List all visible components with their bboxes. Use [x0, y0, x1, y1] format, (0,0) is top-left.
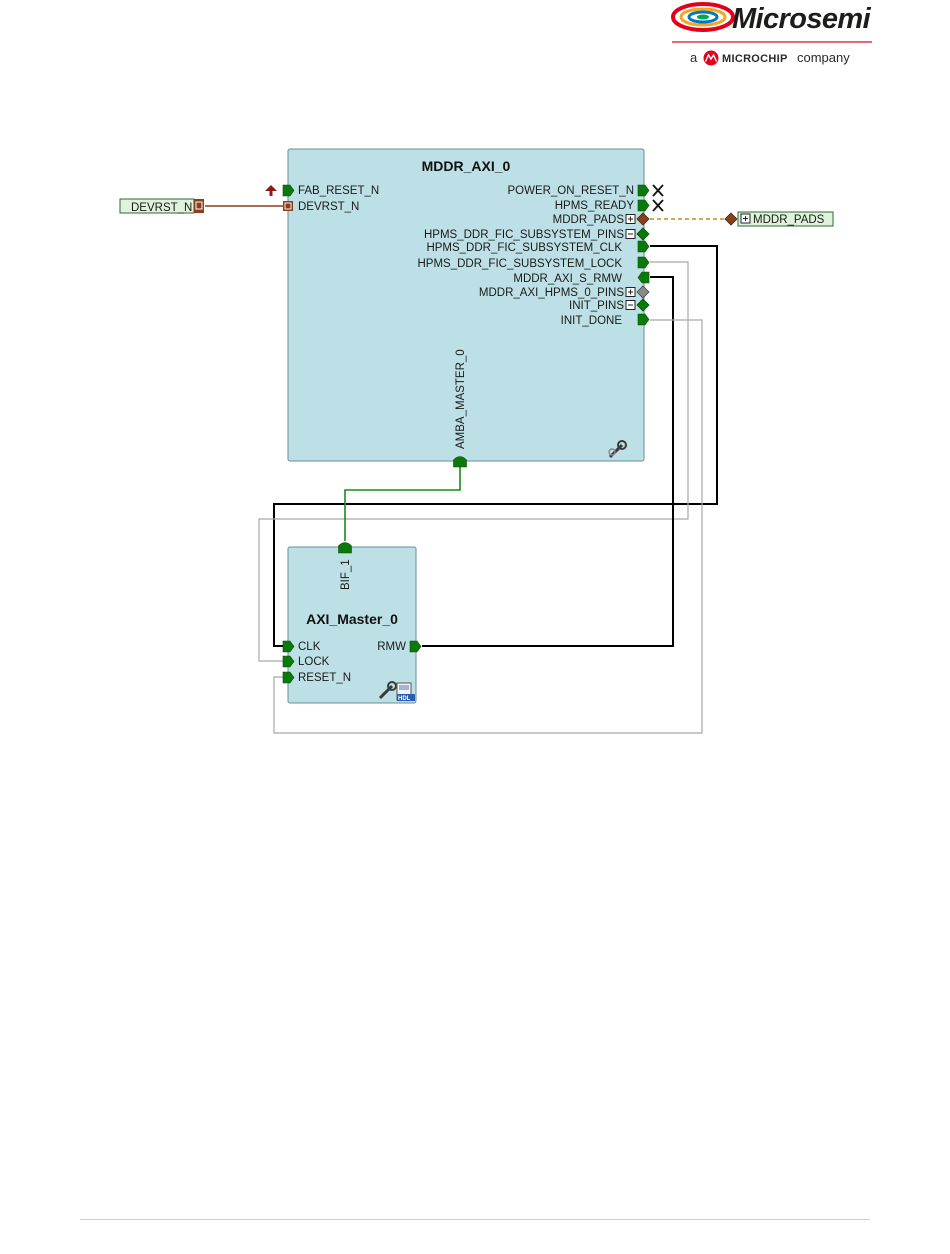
port-label: HPMS_DDR_FIC_SUBSYSTEM_LOCK — [418, 258, 623, 270]
collapse-icon[interactable] — [625, 300, 636, 310]
port-label: MDDR_PADS — [553, 214, 625, 226]
port-label: DEVRST_N — [298, 201, 359, 213]
wire-lock[interactable] — [258, 261, 689, 662]
port-power-on-reset-n[interactable]: POWER_ON_RESET_N — [507, 184, 664, 197]
wire-rmw[interactable] — [422, 276, 674, 647]
port-fab-reset-n[interactable]: FAB_RESET_N — [265, 184, 379, 197]
expand-icon[interactable] — [625, 214, 636, 224]
port-label: RESET_N — [298, 672, 351, 684]
wrench-icon[interactable] — [378, 681, 397, 700]
port-label: MDDR_AXI_HPMS_0_PINS — [479, 287, 624, 299]
port-clk[interactable]: CLK — [282, 640, 321, 653]
wires — [205, 205, 724, 734]
io-devrst[interactable]: DEVRST_N — [119, 198, 204, 214]
port-label: FAB_RESET_N — [298, 185, 379, 197]
tagline-brand: MICROCHIP — [722, 53, 788, 65]
unconnected-x-icon — [652, 184, 664, 197]
port-label: BIF_1 — [340, 559, 352, 590]
microchip-mark-icon — [703, 50, 719, 66]
port-label: POWER_ON_RESET_N — [507, 185, 634, 197]
port-amba-master-0[interactable]: AMBA_MASTER_0 — [453, 349, 468, 468]
block-mddr-axi[interactable]: MDDR_AXI_0 FAB_RESET_N DEVRST_N POWER_ON… — [265, 148, 664, 468]
port-label: LOCK — [298, 656, 330, 668]
port-hpms-ddr-fic-subsystem-clk[interactable]: HPMS_DDR_FIC_SUBSYSTEM_CLK — [426, 240, 650, 254]
footer-divider — [80, 1219, 870, 1220]
port-label: INIT_DONE — [561, 315, 623, 327]
port-hpms-ready[interactable]: HPMS_READY — [555, 199, 664, 212]
port-init-done[interactable]: INIT_DONE — [561, 313, 650, 327]
port-hpms-ddr-fic-subsystem-lock[interactable]: HPMS_DDR_FIC_SUBSYSTEM_LOCK — [418, 256, 650, 270]
hdl-icon[interactable]: HDL — [396, 682, 415, 702]
arrow-up-icon — [265, 185, 277, 196]
expand-icon[interactable] — [625, 287, 636, 297]
wire-clk[interactable] — [273, 245, 718, 647]
wire-amba-bif[interactable] — [344, 467, 461, 541]
io-mddr-pads-port[interactable] — [724, 212, 738, 226]
io-mddr-pads-label: MDDR_PADS — [753, 214, 825, 226]
port-bif-1[interactable]: BIF_1 — [338, 542, 353, 591]
tagline-company: company — [797, 50, 850, 65]
wire-reset[interactable] — [273, 319, 703, 734]
block-mddr-title: MDDR_AXI_0 — [422, 158, 511, 174]
port-label: HPMS_DDR_FIC_SUBSYSTEM_CLK — [426, 242, 622, 254]
tagline-prefix: a — [690, 50, 698, 65]
port-lock[interactable]: LOCK — [282, 655, 330, 668]
port-label: INIT_PINS — [569, 300, 624, 312]
port-label: MDDR_AXI_S_RMW — [513, 273, 622, 285]
port-label: HPMS_READY — [555, 200, 635, 212]
company-logo: Microsemi a MICROCHIP company — [671, 2, 872, 66]
port-mddr-pads[interactable]: MDDR_PADS — [553, 212, 650, 226]
io-mddr-pads[interactable]: MDDR_PADS — [724, 211, 834, 227]
port-label: AMBA_MASTER_0 — [455, 349, 467, 449]
wrench-icon[interactable] — [608, 440, 627, 459]
brand-name: Microsemi — [732, 3, 872, 35]
collapse-icon[interactable] — [625, 229, 636, 239]
port-rmw[interactable]: RMW — [377, 640, 422, 653]
microsemi-swirl-icon — [671, 2, 735, 32]
port-label: HPMS_DDR_FIC_SUBSYSTEM_PINS — [424, 229, 624, 241]
port-hpms-ddr-fic-subsystem-pins[interactable]: HPMS_DDR_FIC_SUBSYSTEM_PINS — [424, 227, 650, 241]
block-axi-title: AXI_Master_0 — [306, 611, 398, 627]
unconnected-x-icon — [652, 199, 664, 212]
port-label: RMW — [377, 641, 406, 653]
io-devrst-label: DEVRST_N — [131, 202, 192, 214]
port-reset-n[interactable]: RESET_N — [282, 671, 351, 684]
port-mddr-axi-s-rmw[interactable]: MDDR_AXI_S_RMW — [513, 271, 650, 285]
port-mddr-axi-hpms-0-pins[interactable]: MDDR_AXI_HPMS_0_PINS — [479, 285, 650, 299]
port-devrst-n[interactable]: DEVRST_N — [283, 201, 359, 213]
block-axi-master[interactable]: AXI_Master_0 BIF_1 CLK LOCK RESET_N RMW — [282, 542, 422, 704]
svg-text:HDL: HDL — [398, 696, 411, 702]
port-label: CLK — [298, 641, 321, 653]
port-init-pins[interactable]: INIT_PINS — [569, 298, 650, 312]
